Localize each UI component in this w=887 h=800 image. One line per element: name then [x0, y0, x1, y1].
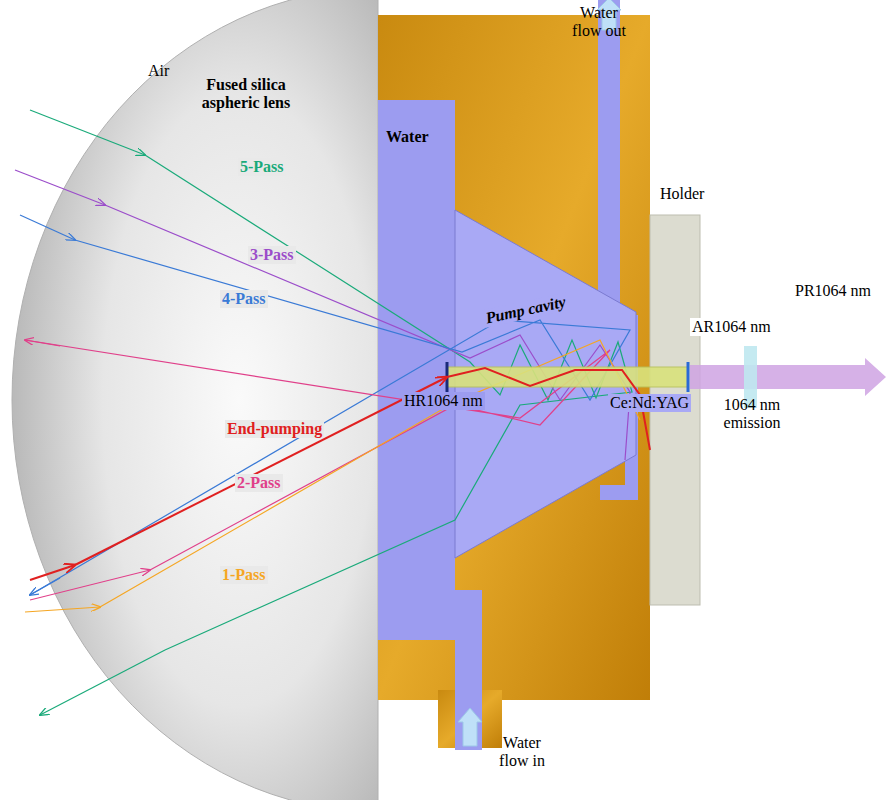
coating-label: AR1064 nm [690, 318, 773, 336]
flow-arrow [458, 708, 482, 746]
lens-label: Fused silica aspheric lens [190, 76, 302, 113]
laser-rod [447, 367, 688, 387]
pump-rays [15, 110, 640, 715]
beam-label: 1064 nm emission [712, 396, 792, 433]
coating-label: HR1064 nm [402, 392, 485, 410]
pass-label: End-pumping [225, 420, 324, 438]
pass-label: 2-Pass [235, 474, 283, 492]
pass-label: 5-Pass [238, 158, 286, 176]
region-label: Water [386, 128, 429, 146]
end-pump-ray [75, 377, 447, 565]
part-label: Holder [660, 185, 704, 203]
region-label: Air [148, 62, 169, 80]
pass-label: 1-Pass [220, 566, 268, 584]
flow-label: Water flow out [566, 4, 632, 41]
output-beam [690, 358, 886, 396]
pass-label: 3-Pass [248, 246, 296, 264]
aspheric-lens [12, 0, 378, 800]
flow-label: Water flow in [492, 734, 552, 771]
coating-label: PR1064 nm [795, 282, 871, 300]
part-label: Ce:Nd:YAG [608, 394, 691, 412]
pass-label: 4-Pass [220, 290, 268, 308]
end-pump-ray [30, 565, 75, 580]
ar-coating [687, 362, 690, 392]
